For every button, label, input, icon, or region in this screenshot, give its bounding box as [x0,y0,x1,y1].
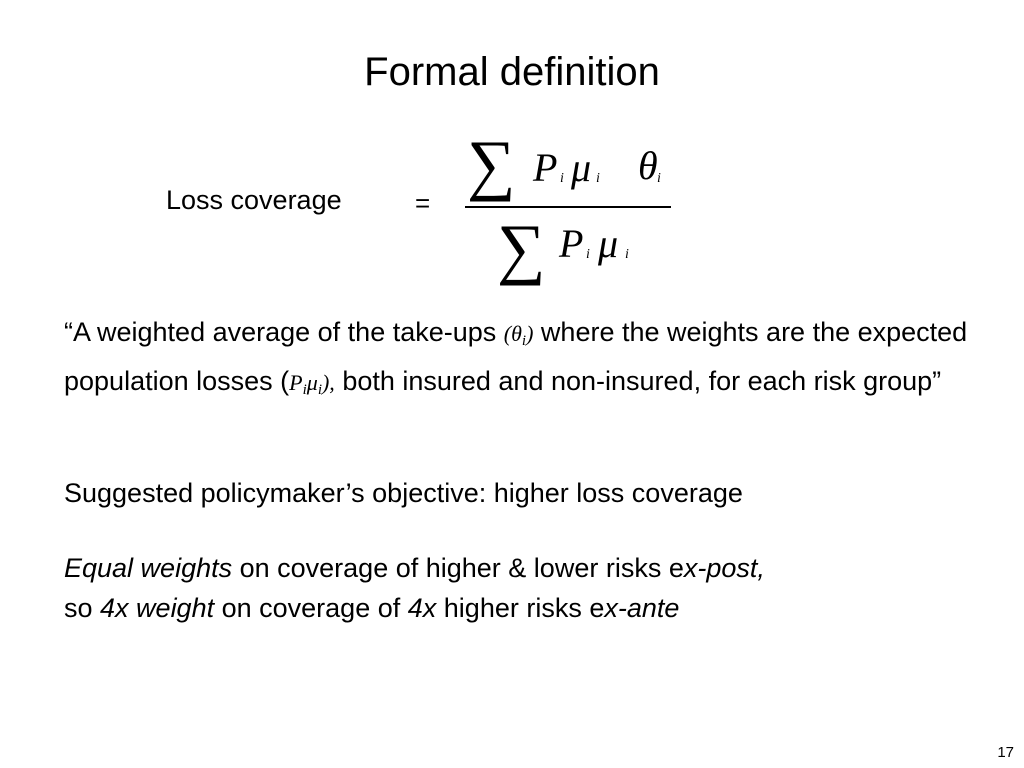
line2-text-3: higher risks e [436,593,605,623]
definition-quote: “A weighted average of the take-ups (θi)… [64,312,974,410]
quote-text-part-3: both insured and non-insured, for each r… [334,366,942,396]
inline-p-symbol: P [289,370,303,395]
equal-weights-emphasis: Equal weights [64,553,233,583]
ex-post-emphasis: x-post, [683,553,765,583]
numerator-theta-subscript: i [657,171,661,186]
loss-coverage-formula: ∑ P i μ i θ i ∑ P i μ i [455,122,685,292]
theta-subscript: i [521,333,527,349]
line1-text: on coverage of higher & lower risks e [232,553,684,583]
numerator-p-subscript: i [560,171,564,186]
inline-p-subscript: i [302,382,307,398]
denominator-p-symbol: P [559,221,584,266]
denominator-mu-symbol: μ [598,221,619,266]
policymaker-objective: Suggested policymaker’s objective: highe… [64,478,743,508]
ex-ante-emphasis: x-ante [604,593,680,623]
inline-mu-subscript: i [317,382,322,398]
inline-mu-symbol: μ [306,370,318,395]
line2-text-1: so [64,593,101,623]
theta-open: (θ [503,321,522,346]
numerator-p-symbol: P [533,145,558,190]
four-x-weight-emphasis: 4x weight [100,593,215,623]
equation-lhs-label: Loss coverage [166,185,342,215]
line2-text-2: on coverage of [214,593,408,623]
denominator-mu-subscript: i [625,247,629,262]
equals-sign: = [415,188,431,218]
numerator-theta-symbol: θ [638,143,658,188]
numerator-mu-subscript: i [596,171,600,186]
inline-mu-close: ), [321,370,335,395]
quote-text-part-2: where the weights are the expected popul… [64,317,968,396]
fraction-bar [465,206,671,208]
numerator-sum-symbol: ∑ [467,126,516,202]
quote-text-part-1: “A weighted average of the take-ups [64,317,504,347]
theta-close: ) [526,321,534,346]
numerator-mu-symbol: μ [571,145,592,190]
slide-number: 17 [997,744,1014,761]
denominator-p-subscript: i [586,247,590,262]
equal-weights-note: Equal weights on coverage of higher & lo… [64,548,974,628]
slide-title: Formal definition [364,50,660,94]
four-x-emphasis: 4x [407,593,437,623]
denominator-sum-symbol: ∑ [497,210,546,286]
